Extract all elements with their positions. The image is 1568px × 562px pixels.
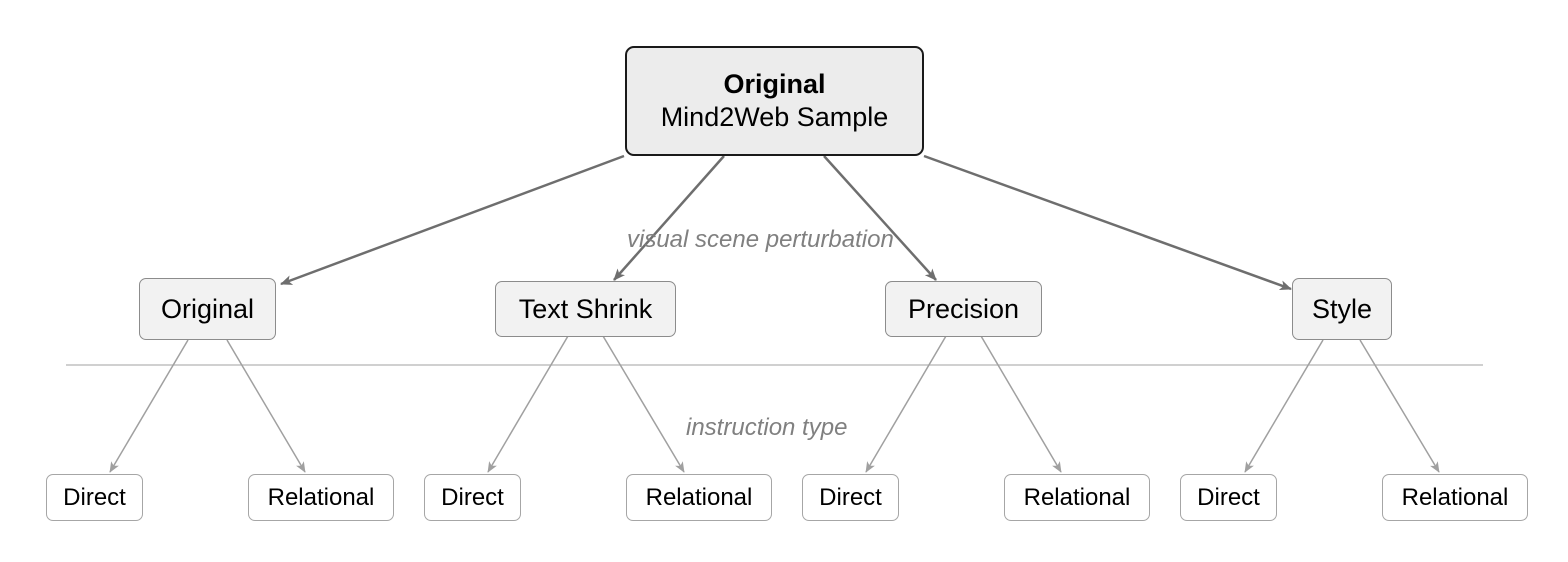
perturbation-node-precision: Precision: [885, 281, 1042, 337]
leaf-label: Relational: [645, 483, 753, 511]
leaf-style-relational: Relational: [1382, 474, 1528, 521]
edge-style-to-relational: [1359, 339, 1440, 473]
leaf-label: Relational: [1023, 483, 1131, 511]
edge-text-shrink-to-direct: [487, 335, 569, 473]
leaf-precision-direct: Direct: [802, 474, 899, 521]
edge-root-to-style: [923, 154, 1292, 291]
perturbation-node-original: Original: [139, 278, 276, 340]
edge-style-to-direct: [1244, 339, 1324, 473]
root-title: Original: [723, 69, 826, 99]
perturbation-node-style: Style: [1292, 278, 1392, 340]
root-node: Original Mind2Web Sample: [625, 46, 924, 156]
leaf-precision-relational: Relational: [1004, 474, 1150, 521]
leaf-style-direct: Direct: [1180, 474, 1277, 521]
edge-original-to-direct: [109, 339, 189, 473]
edge-precision-to-relational: [980, 335, 1062, 473]
edge-root-to-text-shrink: [613, 155, 725, 281]
edge-original-to-relational: [226, 339, 306, 473]
root-subtitle: Mind2Web Sample: [660, 102, 889, 132]
perturbation-node-text-shrink: Text Shrink: [495, 281, 676, 337]
edge-root-to-original: [280, 154, 625, 286]
leaf-label: Direct: [441, 483, 504, 511]
leaf-label: Direct: [819, 483, 882, 511]
leaf-label: Direct: [63, 483, 126, 511]
edge-precision-to-direct: [865, 335, 947, 473]
edge-root-to-precision: [823, 155, 937, 281]
leaf-label: Relational: [1401, 483, 1509, 511]
perturbation-label: Precision: [907, 293, 1020, 324]
leaf-label: Relational: [267, 483, 375, 511]
perturbation-label: Original: [160, 293, 255, 324]
leaf-label: Direct: [1197, 483, 1260, 511]
perturbation-axis-label: visual scene perturbation: [627, 226, 894, 253]
edge-text-shrink-to-relational: [602, 335, 685, 473]
leaf-text-shrink-direct: Direct: [424, 474, 521, 521]
leaf-original-direct: Direct: [46, 474, 143, 521]
perturbation-label: Style: [1311, 293, 1373, 324]
perturbation-label: Text Shrink: [518, 293, 653, 324]
instruction-axis-label: instruction type: [686, 414, 848, 441]
leaf-original-relational: Relational: [248, 474, 394, 521]
leaf-text-shrink-relational: Relational: [626, 474, 772, 521]
